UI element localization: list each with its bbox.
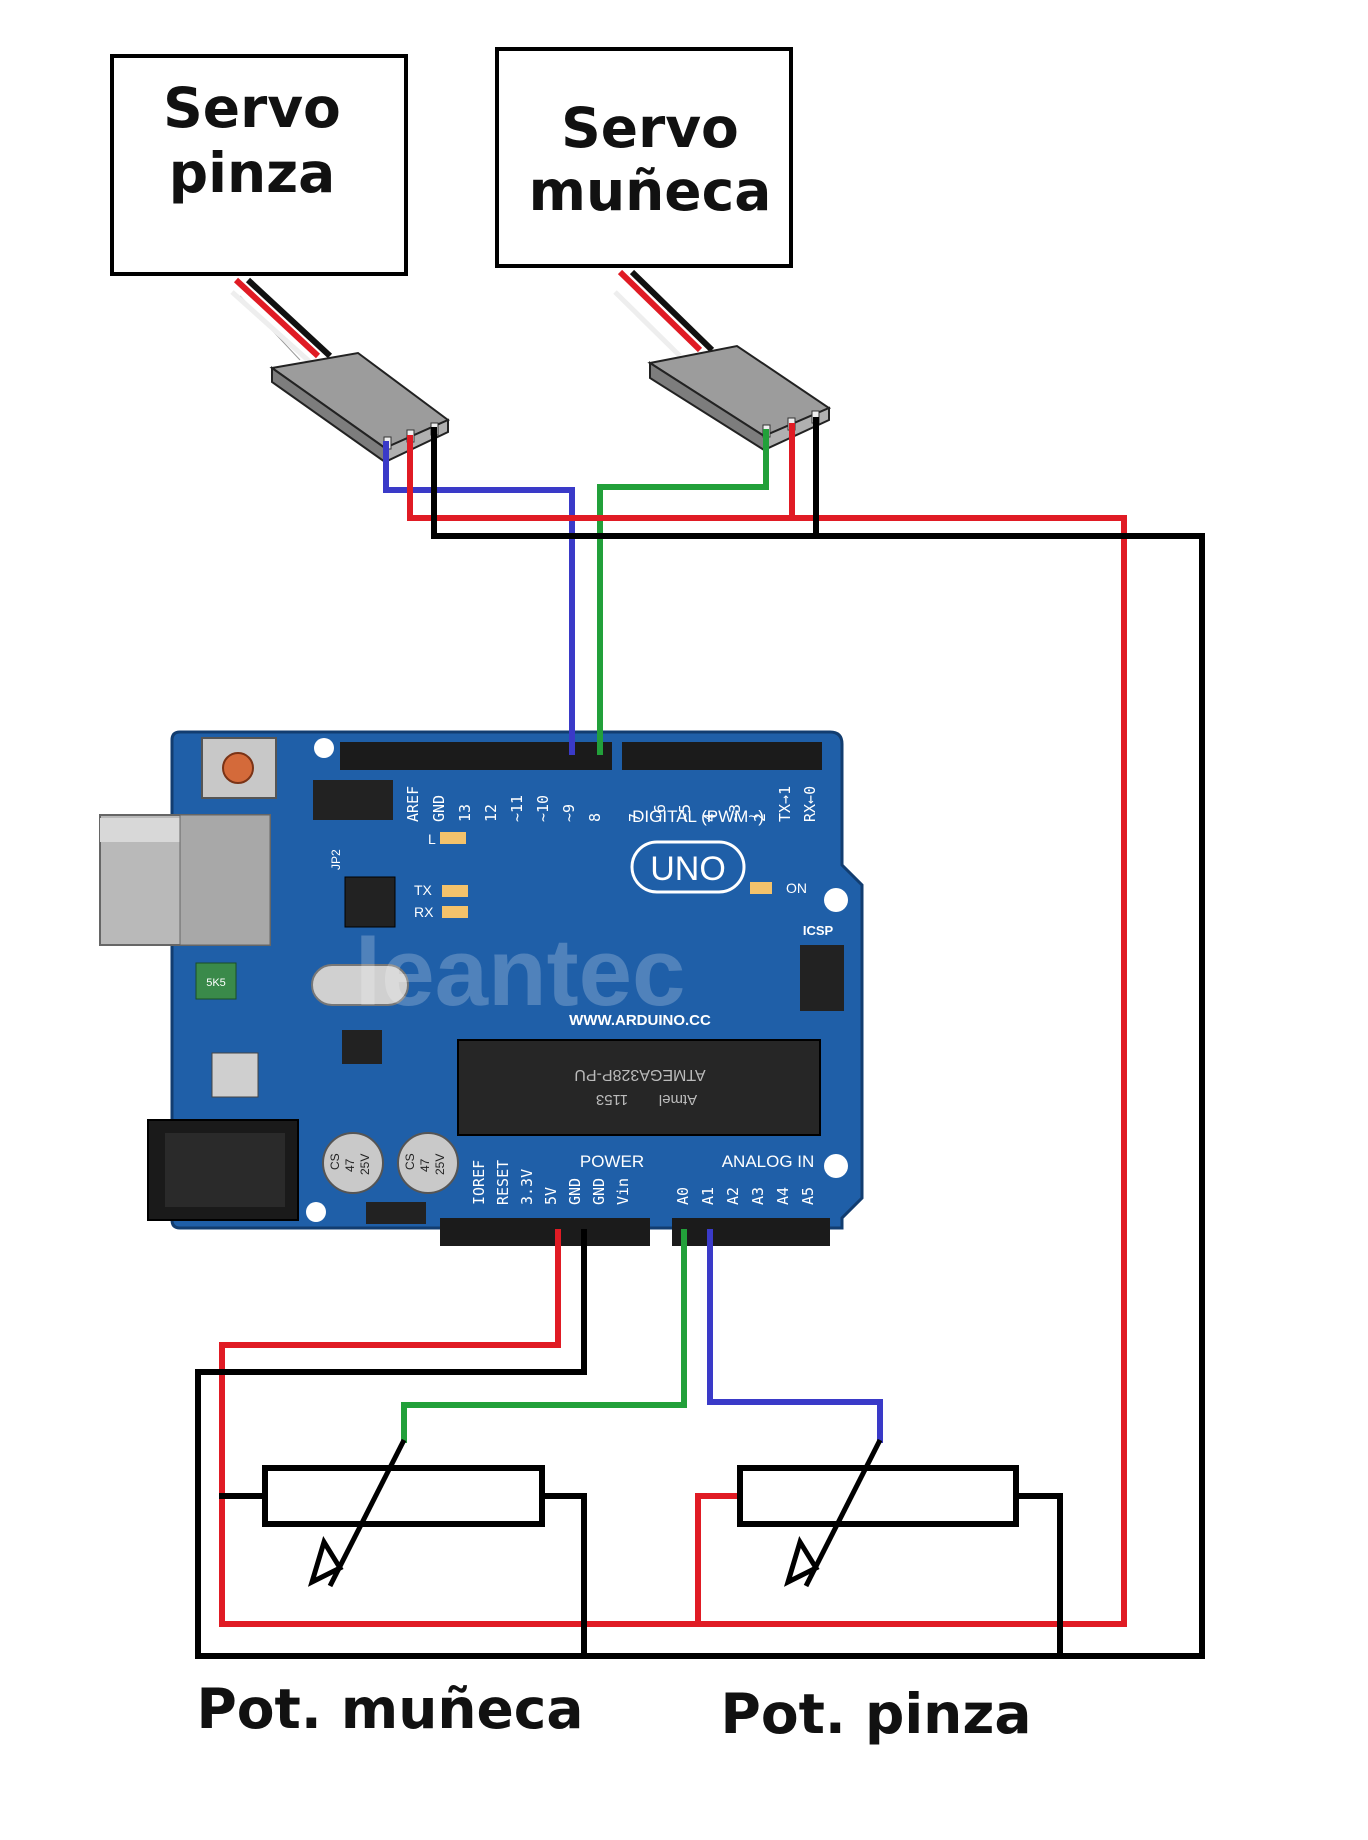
pin-label-digital-hi-7: RX←0	[801, 786, 819, 822]
wire-pot-muneca-right	[539, 1493, 587, 1659]
capacitor-2: CS 47 25V	[397, 1132, 459, 1194]
pin-label-power-1: RESET	[494, 1160, 512, 1205]
fuse-label: 5K5	[206, 977, 226, 989]
wire-servo-vcc-rail	[219, 423, 1127, 1627]
servo-pinza-box: Servo pinza	[110, 54, 408, 276]
led-on-label: ON	[786, 880, 807, 896]
pin-label-digital-hi-3: 4	[701, 813, 719, 822]
usb-connector	[99, 814, 271, 946]
led-rx-label: RX	[414, 904, 434, 920]
digital-header-left	[340, 742, 612, 770]
wire-pot-pinza-right	[1013, 1493, 1063, 1659]
website-label: WWW.ARDUINO.CC	[569, 1012, 711, 1029]
pin-label-digital-0: AREF	[404, 786, 422, 822]
wire-servo-muneca-signal	[597, 429, 769, 755]
pin-label-analog-3: A3	[749, 1187, 767, 1205]
wire-servo-pinza-gnd	[431, 427, 819, 539]
pin-label-analog-0: A0	[674, 1187, 692, 1205]
pin-label-digital-7: 8	[586, 813, 604, 822]
wire-pot-pinza-left	[695, 1493, 743, 1627]
cap1-text-2: 47	[343, 1158, 357, 1172]
led-l-label: L	[428, 831, 436, 847]
pin-label-digital-1: GND	[430, 795, 448, 822]
pin-label-power-3: 5V	[542, 1187, 560, 1205]
wire-servo-pinza-signal	[383, 441, 575, 755]
pin-label-power-5: GND	[590, 1178, 608, 1205]
pin-label-digital-5: ~10	[534, 795, 552, 822]
wire-servo-pinza-vcc	[407, 435, 797, 521]
pin-label-power-0: IOREF	[470, 1160, 488, 1205]
analog-pin-labels: A0 A1 A2 A3 A4 A5	[674, 1187, 817, 1205]
pin-label-digital-4: ~11	[508, 795, 526, 822]
pin-label-analog-2: A2	[724, 1187, 742, 1205]
servo-muneca-label-line2: muñeca	[529, 159, 772, 223]
pin-label-digital-2: 13	[456, 804, 474, 822]
pot-pinza-label: Pot. pinza	[721, 1682, 1032, 1746]
cap1-text-1: CS	[328, 1153, 342, 1170]
pin-label-digital-hi-6: TX→1	[776, 786, 794, 822]
pot-muneca-label: Pot. muñeca	[196, 1677, 583, 1741]
jp2-label: JP2	[329, 849, 343, 870]
pin-label-power-6: Vin	[614, 1178, 632, 1205]
servo-pinza-cable	[230, 277, 333, 364]
servo-muneca-connector	[647, 344, 832, 452]
cap1-text-3: 25V	[358, 1154, 372, 1175]
capacitor-1: CS 47 25V	[322, 1132, 384, 1194]
pin-label-analog-1: A1	[699, 1187, 717, 1205]
arduino-uno-board: 5K5 CS 47 25V CS 47 25V JP2 L TX RX ON	[99, 730, 864, 1246]
pot-pinza-symbol	[737, 1438, 1019, 1588]
pin-label-analog-4: A4	[774, 1187, 792, 1205]
cap2-text-1: CS	[403, 1153, 417, 1170]
pin-label-analog-5: A5	[799, 1187, 817, 1205]
wire-pot-muneca-wiper	[401, 1229, 687, 1443]
icsp-header	[800, 945, 844, 1011]
cap2-text-2: 47	[418, 1158, 432, 1172]
reset-button	[201, 737, 277, 799]
digital-pin-labels: AREF GND 13 12 ~11 ~10 ~9 8 7 ~6 ~5 4 ~3 2 TX→1 RX←0	[404, 786, 819, 822]
servo-pinza-connector	[269, 351, 450, 464]
pin-label-digital-6: ~9	[560, 804, 578, 822]
chip-brand: Atmel	[659, 1091, 697, 1108]
power-header-label: POWER	[580, 1152, 644, 1171]
digital-header-right	[622, 742, 822, 770]
wire-pot-pinza-wiper	[707, 1229, 883, 1443]
dc-power-jack	[147, 1119, 299, 1221]
pin-label-digital-hi-1: ~6	[651, 804, 669, 822]
power-pin-labels: IOREF RESET 3.3V 5V GND GND Vin	[470, 1160, 632, 1205]
analog-header	[672, 1218, 830, 1246]
digital-header-label: DIGITAL (PWM~)	[632, 807, 764, 826]
icsp-label: ICSP	[803, 923, 834, 938]
pot-muneca-symbol	[262, 1438, 545, 1588]
usb-interface-chip	[344, 876, 396, 928]
pin-label-digital-3: 12	[482, 804, 500, 822]
pin-label-digital-hi-5: 2	[751, 813, 769, 822]
crystal	[311, 964, 409, 1006]
wire-servo-gnd-rail	[195, 417, 1205, 1659]
analog-header-label: ANALOG IN	[722, 1152, 815, 1171]
pin-label-power-2: 3.3V	[518, 1169, 536, 1205]
uno-logo: UNO	[630, 840, 746, 894]
servo-muneca-box: Servo muñeca	[495, 47, 793, 268]
cap2-text-3: 25V	[433, 1154, 447, 1175]
chip-model: ATMEGA328P-PU	[574, 1066, 705, 1083]
atmega-chip: ATMEGA328P-PU Atmel 1153	[457, 1039, 821, 1136]
watermark: leantec	[355, 919, 686, 1026]
servo-muneca-label-line1: Servo	[561, 96, 739, 160]
pin-label-digital-hi-0: 7	[626, 813, 644, 822]
pin-label-digital-hi-2: ~5	[676, 804, 694, 822]
servo-pinza-label-line2: pinza	[169, 141, 336, 205]
uno-logo-text: UNO	[650, 850, 726, 888]
servo-pinza-label-line1: Servo	[163, 76, 341, 140]
servo-muneca-cable	[613, 269, 715, 358]
pin-label-digital-hi-4: ~3	[726, 804, 744, 822]
voltage-regulator	[211, 1052, 259, 1098]
power-header	[440, 1218, 650, 1246]
led-tx-label: TX	[414, 882, 433, 898]
chip-code: 1153	[596, 1091, 628, 1108]
pin-label-power-4: GND	[566, 1178, 584, 1205]
